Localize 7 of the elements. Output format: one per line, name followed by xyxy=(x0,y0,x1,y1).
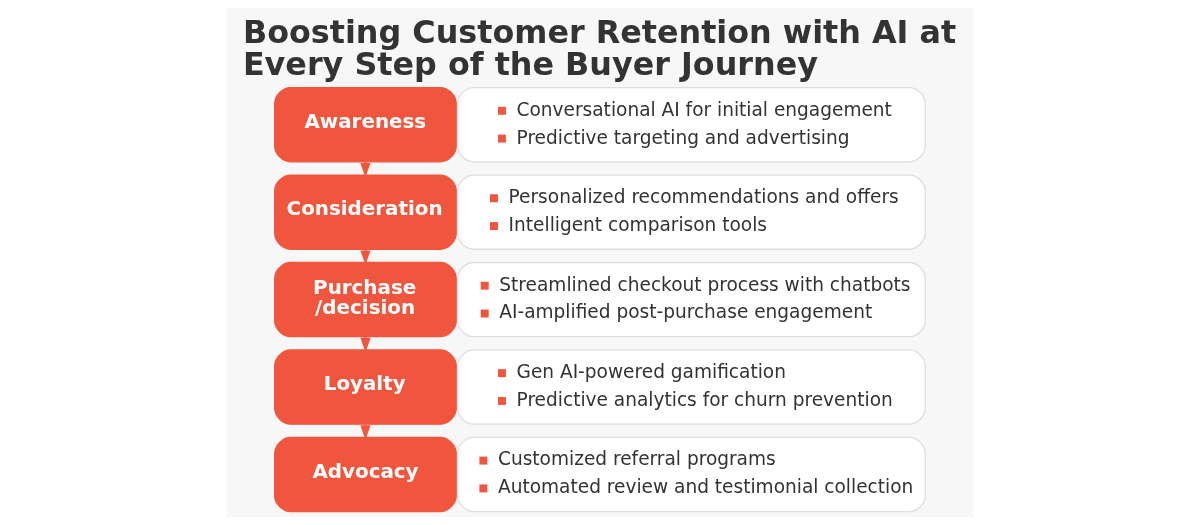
node-box: Personalized recommendations and offers Intelligent comparison tools xyxy=(456,174,926,250)
node-box: Customized referral programs Automated review and testimonial collection xyxy=(456,436,926,513)
node-box: Advocacy xyxy=(274,436,457,513)
node-box: Streamlined checkout process with chatbots AI-amplified post-purchase engagement xyxy=(456,261,926,338)
diagram-title: Boosting Customer Retention with AI at Every Step of the Buyer Journey xyxy=(242,12,957,82)
node-box: Gen AI-powered gamification Predictive analytics for churn prevention xyxy=(456,349,926,425)
node-box: Conversational AI for initial engagement Predictive targeting and advertising xyxy=(456,86,926,163)
